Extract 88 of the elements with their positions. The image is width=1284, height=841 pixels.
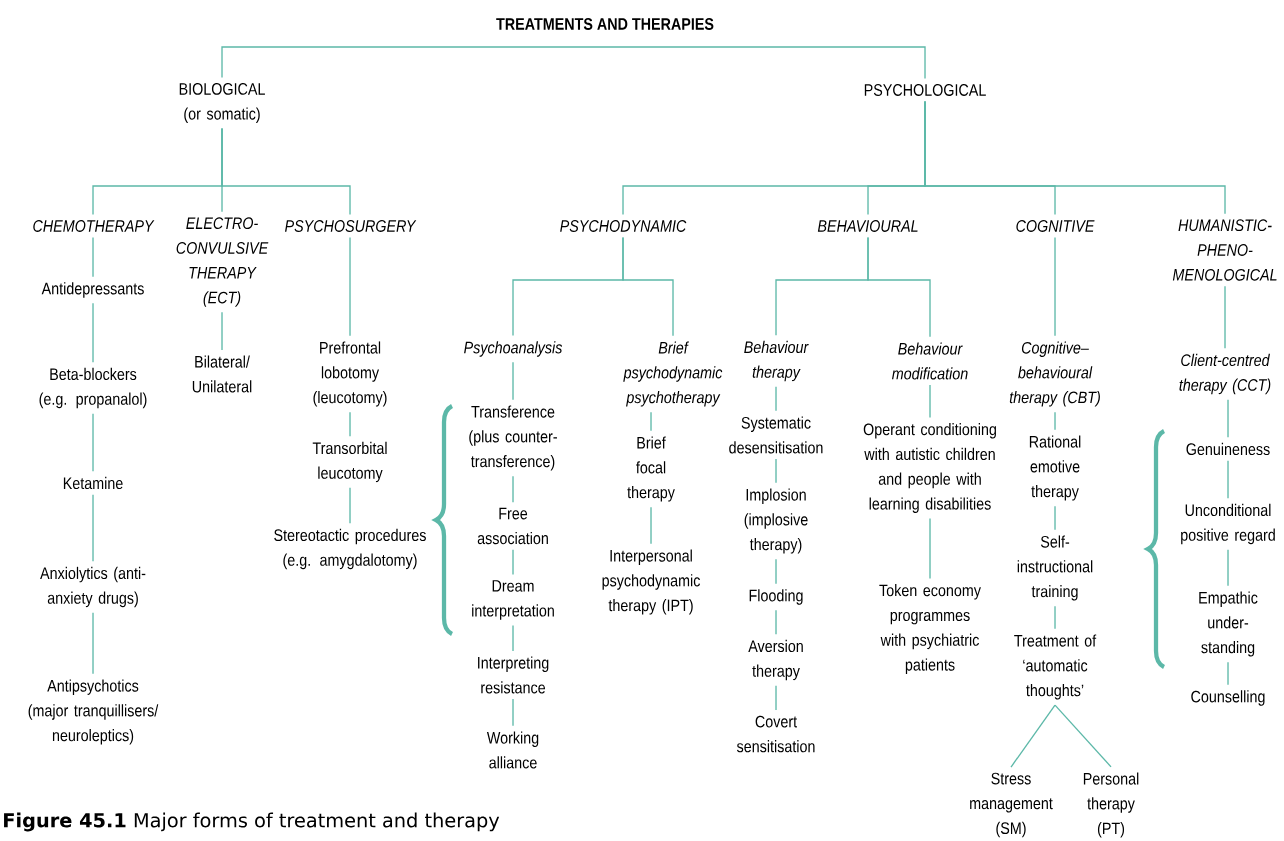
treatment-label: Antidepressants xyxy=(41,282,144,298)
connector-line xyxy=(775,609,777,635)
connector-line xyxy=(512,475,514,503)
category-heading: PSYCHOSURGERY xyxy=(285,220,417,232)
branch-heading: BIOLOGICAL (or somatic) xyxy=(179,83,265,123)
treatment-label: Counselling xyxy=(1191,690,1265,706)
connector-line xyxy=(1224,285,1226,349)
connector-line xyxy=(349,411,351,437)
connector-line xyxy=(775,458,777,484)
connector-line xyxy=(512,624,514,652)
connector-line xyxy=(1054,704,1112,768)
caption: Figure 45.1 Major forms of treatment and therapy xyxy=(4,812,500,832)
treatment-label: Implosion (implosive therapy) xyxy=(744,488,808,554)
connector-line xyxy=(1054,505,1056,531)
treatment-label: Beta-blockers (e.g. propanalol) xyxy=(39,367,147,409)
connector-line xyxy=(349,487,351,524)
connector-line xyxy=(92,236,94,278)
connector-line xyxy=(650,411,652,432)
connector-line xyxy=(221,127,351,216)
connector-line xyxy=(1054,236,1056,337)
connector-line xyxy=(775,558,777,585)
connector-line xyxy=(221,46,926,80)
treatment-label: Self-instructional training xyxy=(1017,535,1093,601)
connector-line xyxy=(92,413,94,472)
treatment-label: Treatment of ‘automatic thoughts’ xyxy=(1014,634,1097,700)
treatment-label: Dream interpretation xyxy=(472,580,554,620)
category-heading: PSYCHODYNAMIC xyxy=(560,220,687,232)
treatment-label: Interpersonal psychodynamic therapy (IPT) xyxy=(602,549,700,615)
treatment-label: Stress management (SM) xyxy=(970,772,1053,838)
treatment-label: Empathic under-standing xyxy=(1199,591,1258,657)
treatment-label: Token economy programmes with psychiatric patients xyxy=(879,584,981,674)
category-heading: ELECTRO-CONVULSIVE THERAPY (ECT) xyxy=(176,217,269,307)
category-heading: HUMANISTIC-PHENO-MENOLOGICAL xyxy=(1172,219,1277,281)
connector-line xyxy=(512,549,514,576)
connector-line xyxy=(1227,460,1229,499)
connector-line xyxy=(1227,549,1229,587)
connector-line xyxy=(924,100,1226,215)
subcategory-heading: Psychoanalysis xyxy=(464,341,563,357)
subcategory-heading: Behaviour therapy xyxy=(744,340,809,382)
connector-line xyxy=(867,236,931,338)
connector-line xyxy=(512,698,514,727)
branch-heading: PSYCHOLOGICAL xyxy=(864,84,986,96)
treatment-label: Interpreting resistance xyxy=(478,656,549,694)
treatment-label: Free association xyxy=(477,507,548,545)
connector-line xyxy=(512,361,514,401)
treatment-label: Brief focal therapy xyxy=(627,436,675,502)
connector-line xyxy=(775,386,777,412)
connector-line xyxy=(929,517,931,580)
treatment-label: Operant conditioning with autistic children and people with learning disabilities xyxy=(863,423,996,513)
subcategory-heading: Client-centred therapy (CCT) xyxy=(1179,353,1271,395)
treatment-label: Personal therapy (PT) xyxy=(1083,772,1139,838)
treatment-label: Covert sensitisation xyxy=(736,715,815,753)
treatment-label: Antipsychotics (major tranquillisers/ neuroleptics) xyxy=(28,679,159,745)
treatment-label: Working alliance xyxy=(486,731,539,769)
treatment-label: Genuineness xyxy=(1186,442,1270,456)
treatment-label: Aversion therapy xyxy=(748,639,803,681)
treatment-label: Systematic desensitisation xyxy=(729,416,823,454)
treatment-label: Rational emotive therapy xyxy=(1029,435,1081,501)
treatment-label: Anxiolytics (anti-anxiety drugs) xyxy=(40,566,146,608)
treatment-label: Transorbital leucotomy xyxy=(312,441,387,483)
treatment-label: Ketamine xyxy=(63,476,123,490)
connector-line xyxy=(1054,411,1056,431)
connector-line xyxy=(349,236,351,337)
treatment-label: Stereotactic procedures (e.g. amygdalotomy) xyxy=(274,528,426,570)
connector-line xyxy=(775,685,777,711)
connector-line xyxy=(1010,704,1056,768)
connector-line xyxy=(221,311,223,351)
connector-line xyxy=(92,302,94,363)
treatment-label: Prefrontal lobotomy (leucotomy) xyxy=(313,341,387,407)
connector-line xyxy=(92,612,94,675)
treatment-label: Bilateral/ Unilateral xyxy=(192,355,252,393)
connector-line xyxy=(650,506,652,545)
connector-line xyxy=(622,236,674,337)
subcategory-heading: Brief psychodynamic psychotherapy xyxy=(623,341,723,407)
title: TREATMENTS AND THERAPIES xyxy=(496,18,714,30)
treatment-label: Flooding xyxy=(749,589,803,605)
subcategory-heading: Behaviour modification xyxy=(892,342,968,380)
connector-line xyxy=(929,384,931,419)
category-heading: BEHAVIOURAL xyxy=(817,220,918,232)
connector-line xyxy=(92,494,94,562)
category-heading: CHEMOTHERAPY xyxy=(33,220,155,232)
subcategory-heading: Cognitive–behavioural therapy (CBT) xyxy=(1009,341,1100,407)
treatment-label: Transference (plus counter-transference) xyxy=(469,405,557,471)
connector-line xyxy=(1227,399,1229,438)
connector-line xyxy=(1227,661,1229,686)
treatment-label: Unconditional positive regard xyxy=(1181,503,1275,545)
category-heading: COGNITIVE xyxy=(1016,220,1095,232)
connector-line xyxy=(1054,605,1056,630)
